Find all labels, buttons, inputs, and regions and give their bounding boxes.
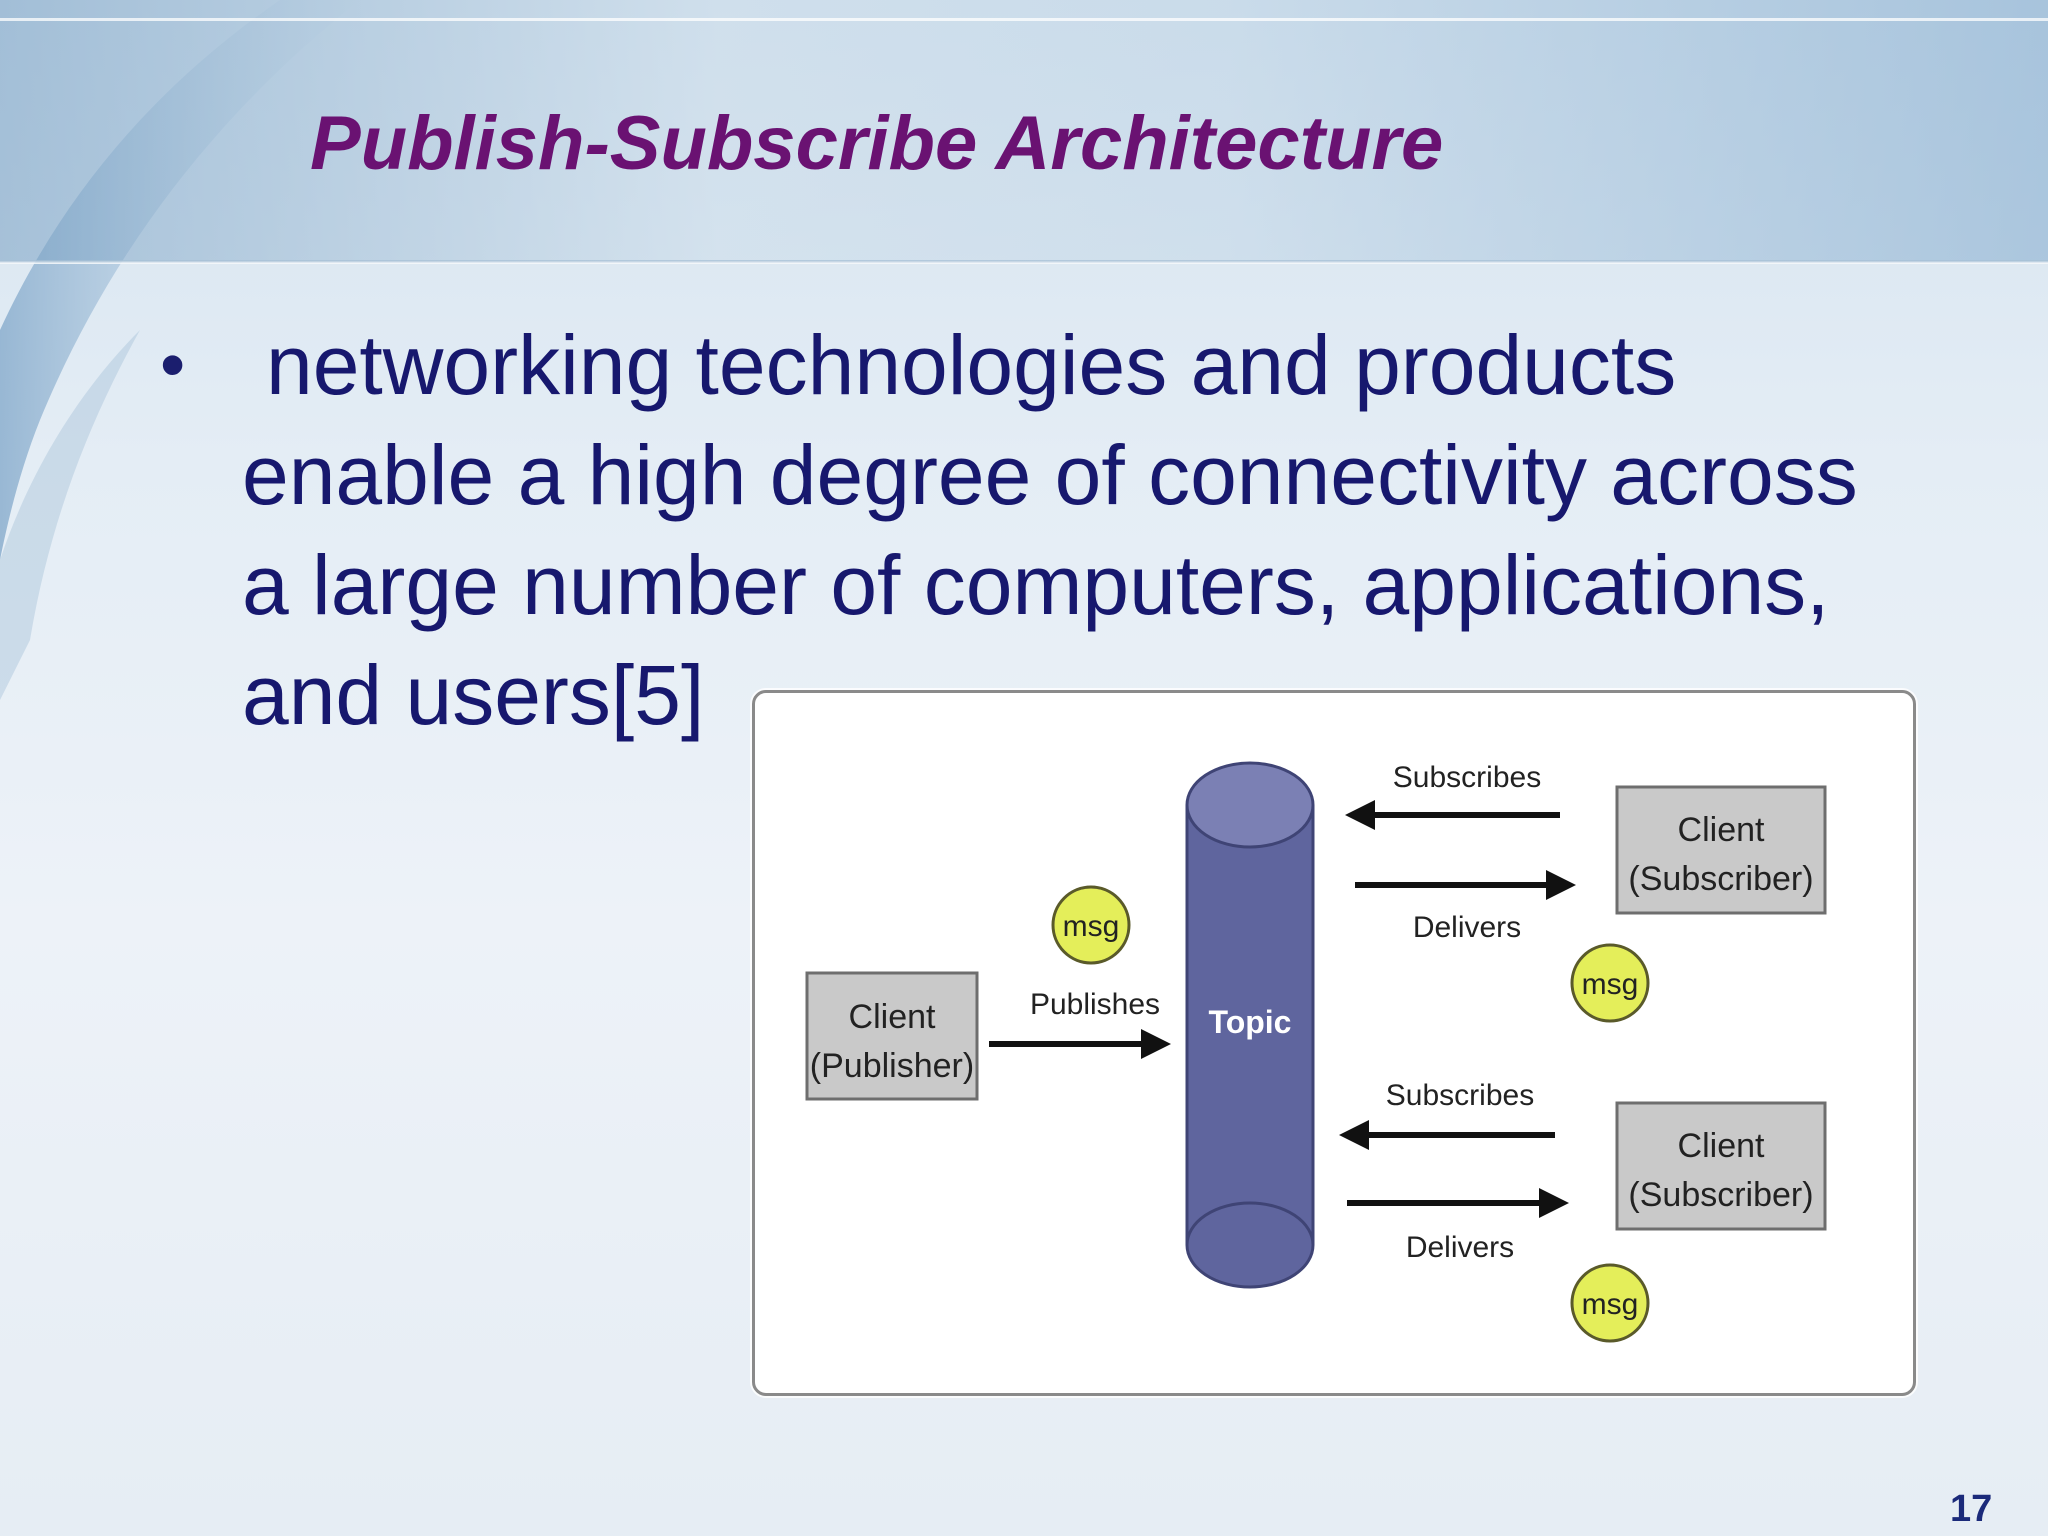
delivers-label-top: Delivers [1413, 911, 1521, 944]
bullet-dot: • [160, 325, 186, 405]
slide-title: Publish-Subscribe Architecture [310, 101, 1444, 186]
publisher-label-line1: Client [849, 998, 936, 1036]
header-bottom-rule [0, 260, 2048, 264]
msg-label: msg [1582, 968, 1639, 1001]
msg-label: msg [1063, 910, 1120, 943]
bullet-line: a large number of computers, application… [242, 538, 1830, 632]
msg-icon-subscriber-bottom: msg [1570, 1263, 1650, 1343]
subscribes-label-bottom: Subscribes [1386, 1079, 1534, 1112]
msg-label: msg [1582, 1288, 1639, 1321]
publisher-box: Client (Publisher) [805, 971, 979, 1101]
bullet-text: networking technologies and products ena… [242, 310, 2022, 750]
delivers-label-bottom: Delivers [1406, 1231, 1514, 1264]
subscriber-bottom-line2: (Subscriber) [1628, 1176, 1813, 1214]
subscriber-top-line2: (Subscriber) [1628, 860, 1813, 898]
topic-label: Topic [1209, 1004, 1292, 1040]
header-band [0, 0, 2048, 262]
subscriber-bottom-line1: Client [1678, 1127, 1765, 1165]
subscribes-label-top: Subscribes [1393, 761, 1541, 794]
publisher-label-line2: (Publisher) [810, 1047, 974, 1085]
pubsub-diagram: Client (Publisher) Publishes msg Topic S… [752, 690, 1916, 1396]
subscriber-box-bottom: Client (Subscriber) [1615, 1101, 1827, 1231]
subscriber-top-line1: Client [1678, 811, 1765, 849]
bullet-line: enable a high degree of connectivity acr… [242, 428, 1858, 522]
msg-icon-subscriber-top: msg [1570, 943, 1650, 1023]
subscriber-box-top: Client (Subscriber) [1615, 785, 1827, 915]
publishes-label: Publishes [1030, 988, 1160, 1021]
msg-icon-publisher: msg [1051, 885, 1131, 965]
bullet-line: networking technologies and products [266, 318, 1677, 412]
header-top-rule [0, 18, 2048, 21]
bullet-line: and users[5] [242, 648, 705, 742]
topic-cylinder: Topic [1185, 761, 1315, 1289]
page-number: 17 [1950, 1488, 1993, 1530]
